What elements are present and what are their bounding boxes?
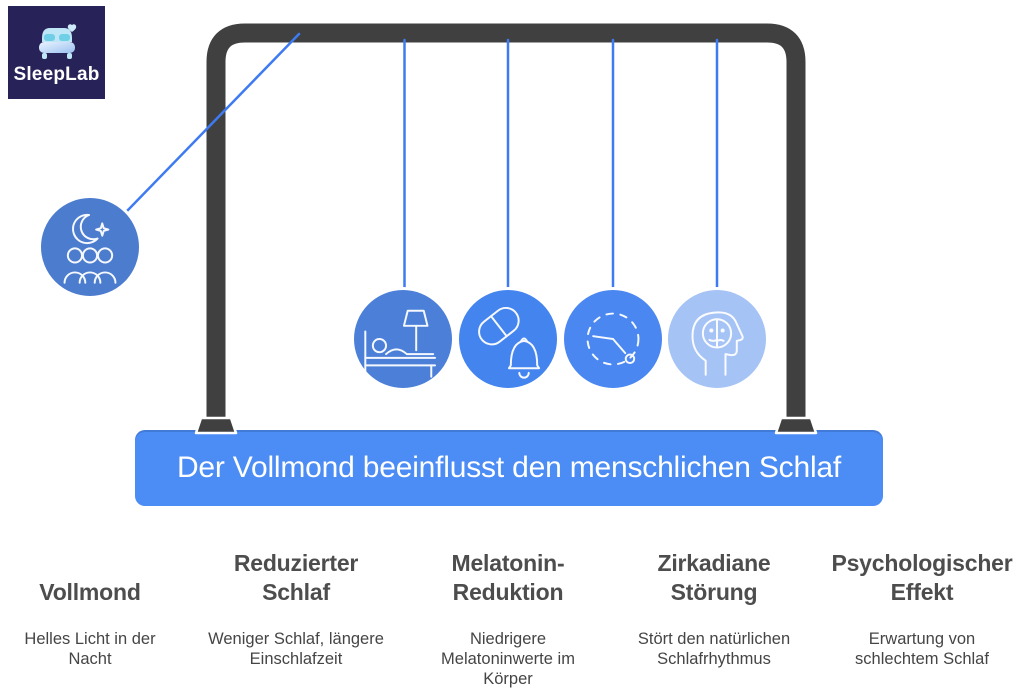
footer-columns: Vollmond Helles Licht in der Nacht Reduz…: [0, 545, 1024, 700]
column-reduzierter-schlaf: Reduzierter Schlaf Weniger Schlaf, länge…: [201, 545, 391, 669]
title-banner: Der Vollmond beeinflusst den menschliche…: [135, 430, 883, 506]
banner-title: Der Vollmond beeinflusst den menschliche…: [176, 451, 842, 484]
dashed-clock-icon: [586, 312, 640, 366]
column-heading: Vollmond: [39, 579, 141, 605]
head-with-split-face-icon: [691, 311, 744, 376]
ball-reduced-sleep: [351, 287, 455, 391]
column-body: Erwartung von schlechtem Schlaf: [855, 630, 989, 668]
column-body: Stört den natürlichen Schlafrhythmus: [637, 630, 791, 668]
ball-full-moon: [38, 195, 142, 299]
column-zirkadiane-stoerung: Zirkadiane Störung Stört den natürlichen…: [619, 545, 809, 669]
column-body: Helles Licht in der Nacht: [24, 630, 156, 668]
logo-text: SleepLab: [13, 64, 100, 85]
column-heading: Zirkadiane Störung: [657, 550, 771, 605]
column-body: Weniger Schlaf, längere Einschlafzeit: [208, 630, 384, 668]
string-diagonal: [125, 32, 301, 213]
pill-and-bell-icon: [478, 306, 541, 379]
sleeping-person-bed-lamp-icon: [364, 309, 437, 378]
column-melatonin-reduktion: Melatonin-Reduktion Niedrigere Melatonin…: [413, 545, 603, 689]
ball-circadian-disruption: [561, 287, 665, 391]
ball-melatonin-reduction: [456, 287, 560, 391]
bed-icon: [38, 24, 76, 59]
moon-and-people-icon: [63, 213, 117, 284]
column-psychologischer-effekt: Psychologischer Effekt Erwartung von sch…: [827, 545, 1017, 669]
column-vollmond: Vollmond Helles Licht in der Nacht: [0, 545, 185, 669]
column-heading: Reduzierter Schlaf: [233, 550, 359, 605]
column-body: Niedrigere Melatoninwerte im Körper: [441, 630, 575, 688]
column-heading: Melatonin-Reduktion: [451, 550, 565, 605]
sleeplab-logo: SleepLab: [8, 6, 105, 99]
ball-psychological-effect: [665, 287, 769, 391]
column-heading: Psychologischer Effekt: [831, 550, 1013, 605]
